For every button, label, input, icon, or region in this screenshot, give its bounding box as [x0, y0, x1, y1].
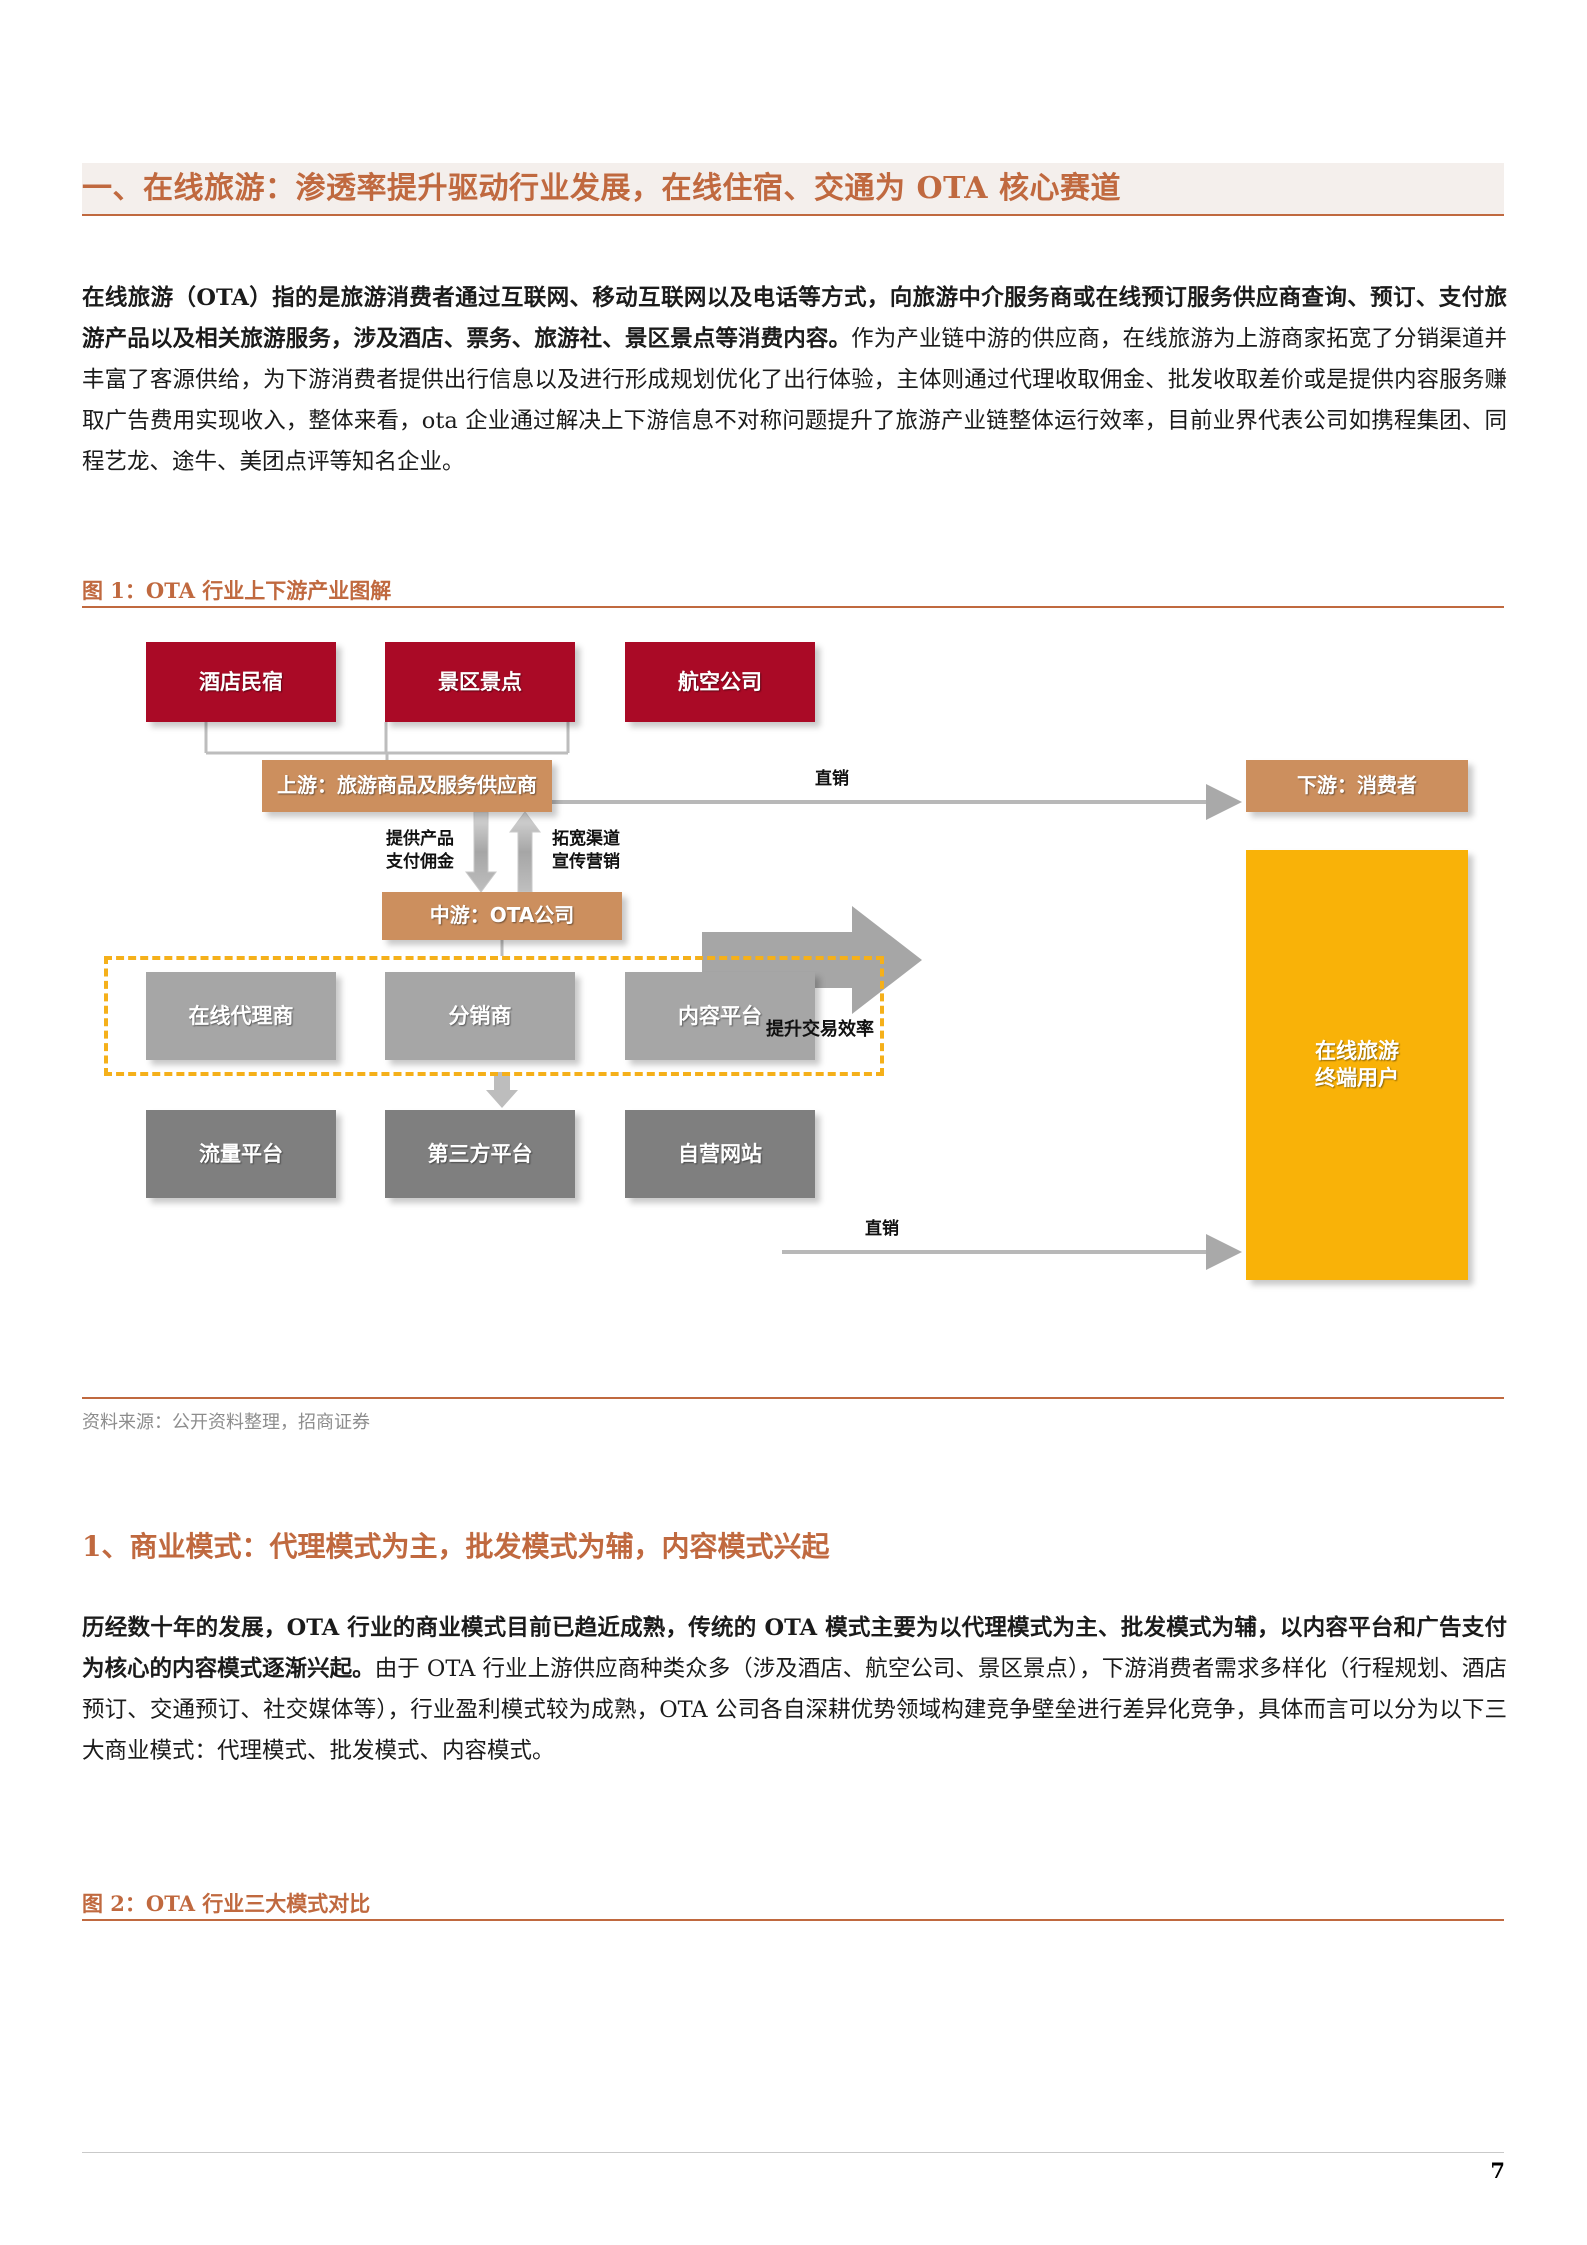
box-supplier-airline-label: 航空公司 [678, 669, 762, 694]
intro-paragraph: 在线旅游（OTA）指的是旅游消费者通过互联网、移动互联网以及电话等方式，向旅游中… [82, 278, 1507, 483]
box-self-operated-site-label: 自营网站 [678, 1141, 762, 1166]
box-upstream: 上游：旅游商品及服务供应商 [262, 760, 552, 812]
figure1-caption: 图 1：OTA 行业上下游产业图解 [82, 578, 392, 603]
box-supplier-scenic-label: 景区景点 [438, 669, 522, 694]
intro-paragraph-bold: 在线旅游（OTA）指的是旅游消费者通过互联网、移动互联网以及电话等方式，向旅游中… [82, 285, 1507, 352]
label-direct-sales-bottom: 直销 [865, 1219, 899, 1239]
box-third-party-platform: 第三方平台 [385, 1110, 575, 1198]
box-distributor-label: 分销商 [448, 1003, 512, 1028]
box-downstream: 下游：消费者 [1246, 760, 1468, 812]
label-direct-sales-top: 直销 [815, 769, 849, 789]
section-title-text: 一、在线旅游：渗透率提升驱动行业发展，在线住宿、交通为 OTA 核心赛道 [82, 171, 1121, 206]
box-traffic-platform-label: 流量平台 [199, 1141, 283, 1166]
box-content-platform: 内容平台 [625, 972, 815, 1060]
box-end-user-label: 在线旅游 终端用户 [1315, 1039, 1399, 1090]
footer-rule [82, 2152, 1504, 2153]
label-efficiency: 提升交易效率 [766, 1019, 874, 1040]
section-title-underline [82, 214, 1504, 216]
intro-paragraph-rest: 作为产业链中游的供应商，在线旅游为上游商家拓宽了分销渠道并丰富了客源供给，为下游… [82, 326, 1507, 475]
box-midstream-ota: 中游：OTA公司 [382, 892, 622, 940]
business-model-paragraph: 历经数十年的发展，OTA 行业的商业模式目前已趋近成熟，传统的 OTA 模式主要… [82, 1608, 1507, 1772]
box-upstream-label: 上游：旅游商品及服务供应商 [277, 773, 537, 798]
box-end-user: 在线旅游 终端用户 [1246, 850, 1468, 1280]
box-midstream-ota-label: 中游：OTA公司 [429, 903, 575, 928]
subsection-heading: 1、商业模式：代理模式为主，批发模式为辅，内容模式兴起 [82, 1530, 830, 1563]
figure1-source-rule [82, 1397, 1504, 1399]
box-self-operated-site: 自营网站 [625, 1110, 815, 1198]
box-online-agent: 在线代理商 [146, 972, 336, 1060]
label-upflow: 拓宽渠道 宣传营销 [552, 829, 620, 872]
figure1-source-text: 资料来源：公开资料整理，招商证券 [82, 1412, 370, 1433]
business-model-paragraph-bold: 历经数十年的发展，OTA 行业的商业模式目前已趋近成熟，传统的 OTA 模式主要… [82, 1615, 1507, 1682]
figure1-caption-rule [82, 606, 1504, 608]
box-supplier-hotel: 酒店民宿 [146, 642, 336, 722]
label-downflow: 提供产品 支付佣金 [386, 829, 454, 872]
box-traffic-platform: 流量平台 [146, 1110, 336, 1198]
page-number: 7 [1490, 2158, 1505, 2183]
box-supplier-scenic: 景区景点 [385, 642, 575, 722]
section-title-banner: 一、在线旅游：渗透率提升驱动行业发展，在线住宿、交通为 OTA 核心赛道 [82, 163, 1504, 215]
figure2-caption-rule [82, 1919, 1504, 1921]
business-model-paragraph-rest: 由于 OTA 行业上游供应商种类众多（涉及酒店、航空公司、景区景点），下游消费者… [82, 1656, 1507, 1764]
box-online-agent-label: 在线代理商 [188, 1003, 294, 1028]
figure1-diagram: 酒店民宿 景区景点 航空公司 上游：旅游商品及服务供应商 下游：消费者 提供产品… [82, 620, 1504, 1380]
agent-group-dashed-frame [104, 956, 884, 1076]
box-downstream-label: 下游：消费者 [1297, 773, 1417, 798]
box-distributor: 分销商 [385, 972, 575, 1060]
box-third-party-platform-label: 第三方平台 [427, 1141, 533, 1166]
box-supplier-airline: 航空公司 [625, 642, 815, 722]
figure2-caption: 图 2：OTA 行业三大模式对比 [82, 1891, 371, 1916]
box-content-platform-label: 内容平台 [678, 1003, 762, 1028]
box-supplier-hotel-label: 酒店民宿 [199, 669, 283, 694]
